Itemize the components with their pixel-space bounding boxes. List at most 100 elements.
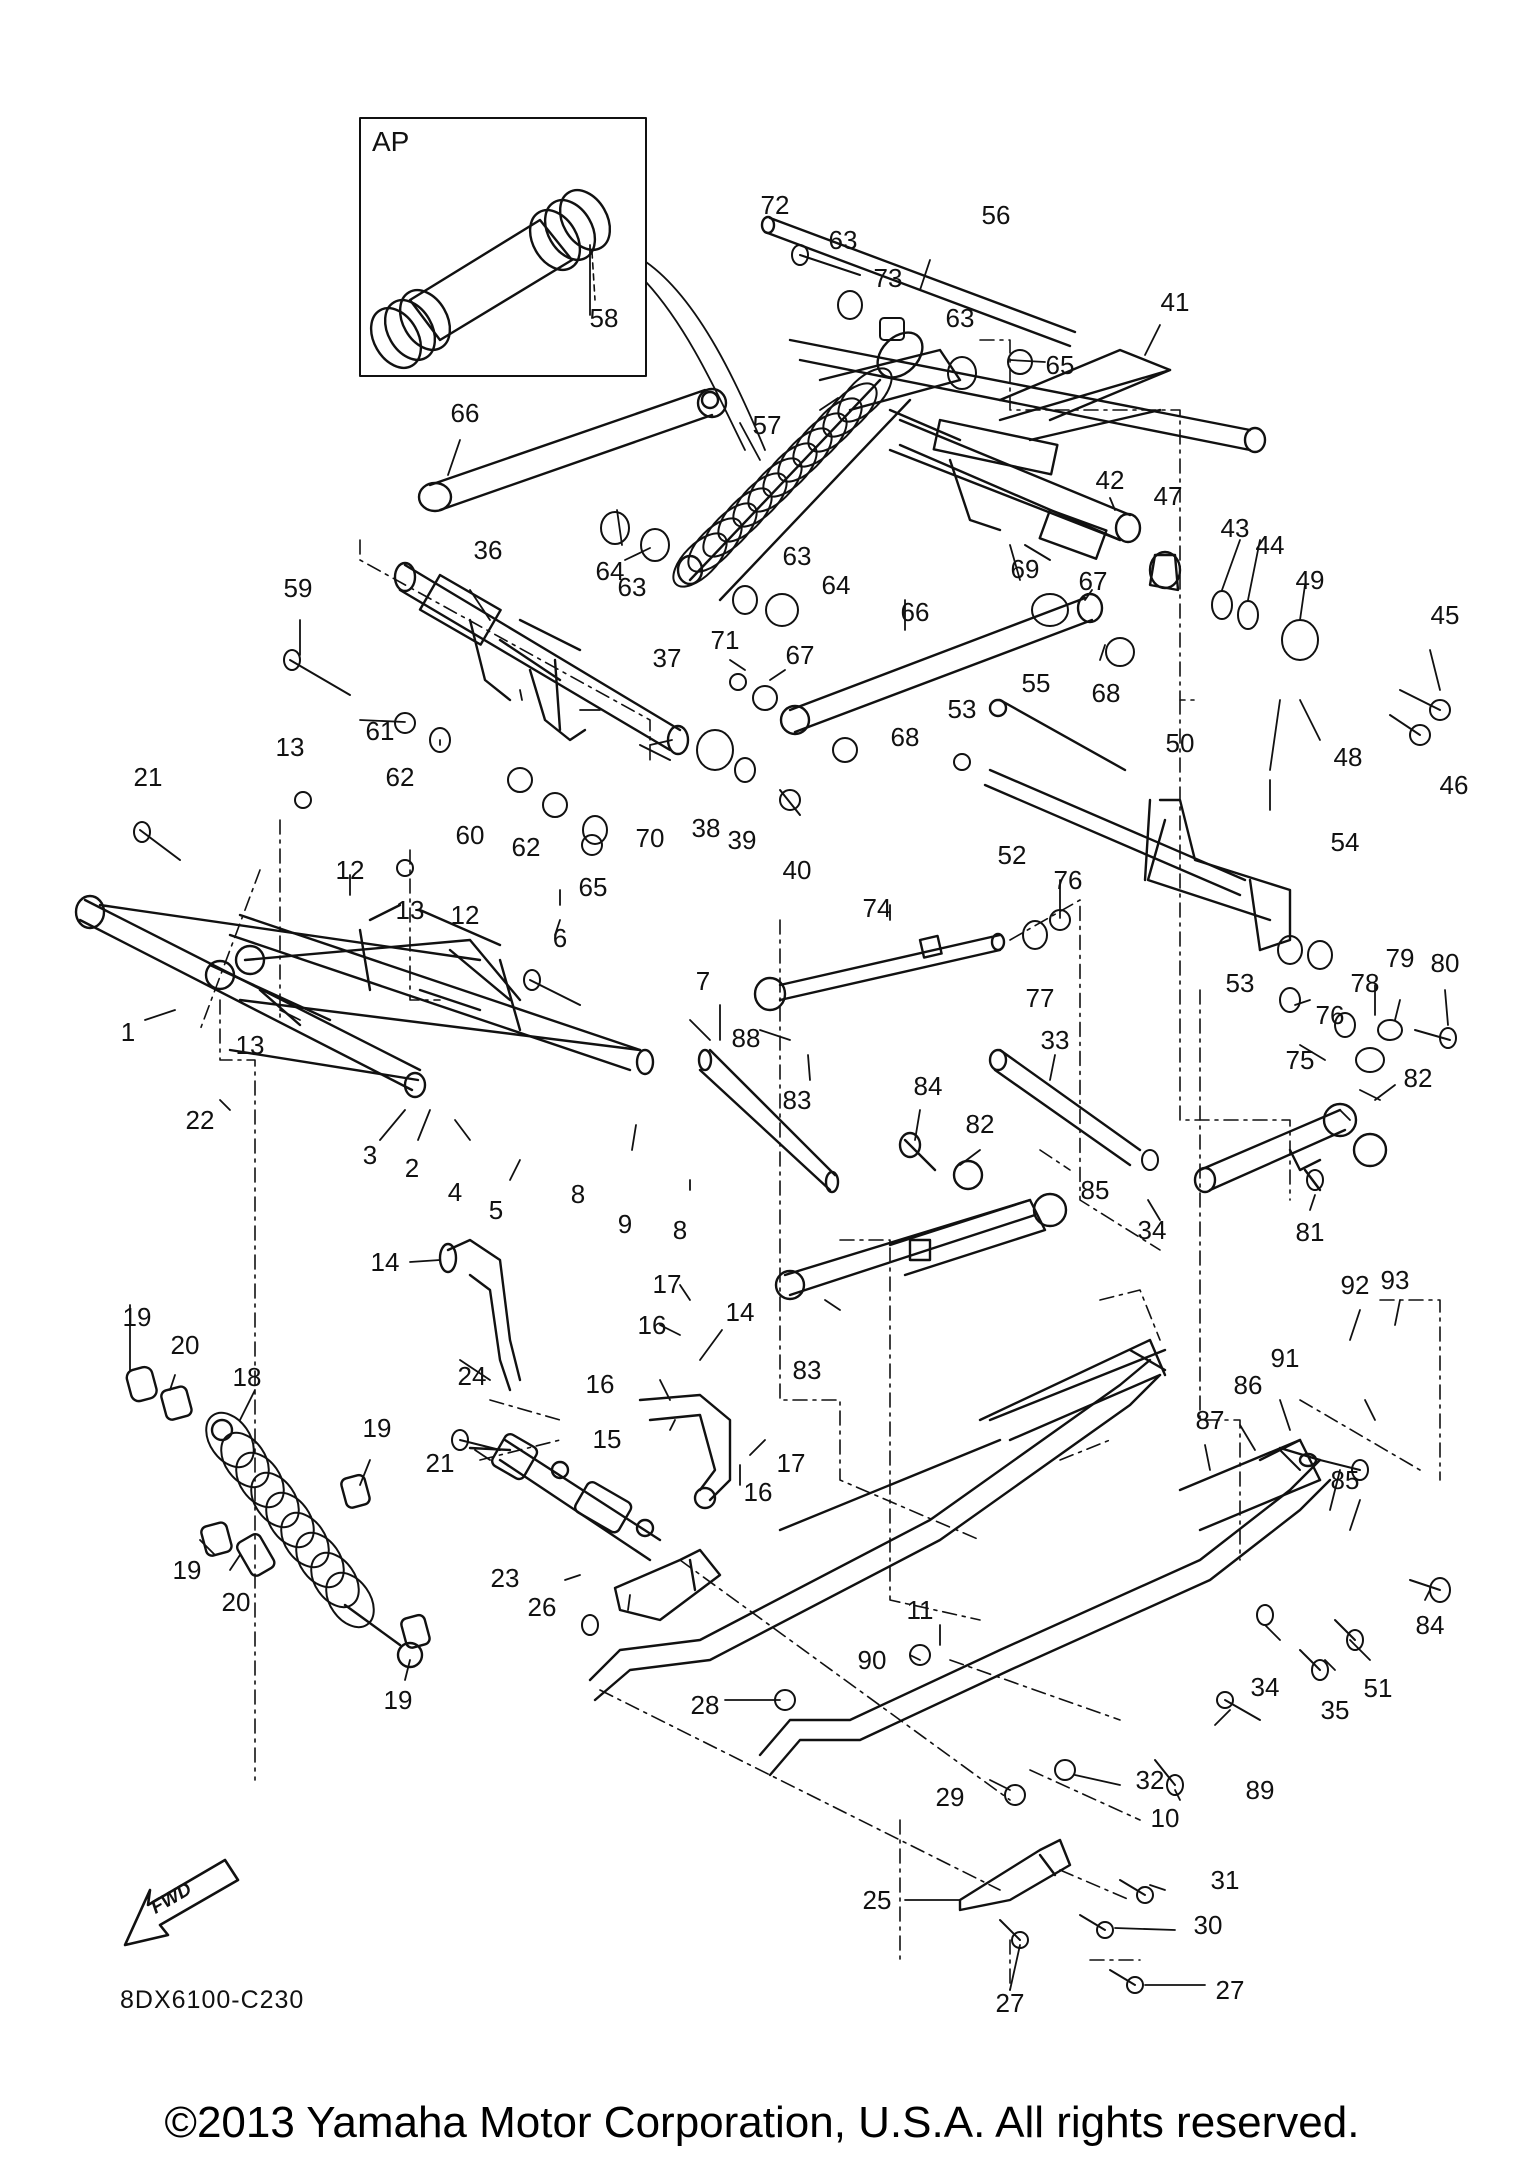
part-number-callout: 8 <box>570 1179 586 1209</box>
part-number-callout: 30 <box>1193 1910 1223 1940</box>
part-number-callout: 2 <box>404 1153 420 1183</box>
part-number-callout: 21 <box>425 1448 455 1478</box>
part-number-callout: 19 <box>122 1302 152 1332</box>
part-50-bracket <box>1143 798 1292 952</box>
part-number-callout: 27 <box>1215 1975 1245 2005</box>
part-number-callout: 54 <box>1330 827 1360 857</box>
part-number-callout: 20 <box>170 1330 200 1360</box>
part-number-callout: 20 <box>221 1587 251 1617</box>
part-number-callout: 49 <box>1295 565 1325 595</box>
part-number-callout: 12 <box>335 855 365 885</box>
part-74-rod <box>753 932 1006 1012</box>
part-number-callout: 74 <box>862 893 892 923</box>
part-number-callout: 14 <box>725 1297 755 1327</box>
part-number-callout: 71 <box>710 625 740 655</box>
part-number-callout: 27 <box>995 1988 1025 2018</box>
fwd-arrow-icon <box>123 1858 240 1947</box>
part-number-callout: 67 <box>1078 566 1108 596</box>
part-number-callout: 75 <box>1285 1045 1315 1075</box>
part-number-callout: 17 <box>776 1448 806 1478</box>
part-number-callout: 21 <box>133 762 163 792</box>
part-number-callout: 70 <box>635 823 665 853</box>
inset-box <box>359 117 647 377</box>
slide-rail-right <box>588 1338 1167 1702</box>
part-number-callout: 50 <box>1165 728 1195 758</box>
part-number-callout: 79 <box>1385 943 1415 973</box>
part-36-shaft-bracket <box>393 561 690 756</box>
part-number-callout: 72 <box>760 190 790 220</box>
part-18-front-shock <box>205 1411 424 1669</box>
part-number-callout: 88 <box>731 1023 761 1053</box>
part-number-callout: 42 <box>1095 465 1125 495</box>
part-number-callout: 85 <box>1080 1175 1110 1205</box>
assembly-guide-lines <box>199 339 1441 1991</box>
part-number-callout: 44 <box>1255 530 1285 560</box>
part-number-callout: 37 <box>652 643 682 673</box>
part-number-callout: 78 <box>1350 968 1380 998</box>
part-number-callout: 84 <box>913 1071 943 1101</box>
part-number-callout: 62 <box>385 762 415 792</box>
part-number-callout: 26 <box>527 1592 557 1622</box>
part-number-callout: 11 <box>906 1595 934 1625</box>
part-number-callout: 66 <box>450 398 480 428</box>
part-number-callout: 65 <box>578 872 608 902</box>
part-number-callout: 46 <box>1439 770 1469 800</box>
part-84-bolt-upper <box>898 1131 984 1191</box>
part-number-callout: 90 <box>857 1645 887 1675</box>
part-number-callout: 56 <box>981 200 1011 230</box>
part-number-callout: 83 <box>782 1085 812 1115</box>
part-number-callout: 40 <box>782 855 812 885</box>
part-number-callout: 25 <box>862 1885 892 1915</box>
part-number-callout: 17 <box>652 1269 682 1299</box>
part-number-callout: 16 <box>743 1477 773 1507</box>
part-number-callout: 5 <box>488 1195 504 1225</box>
part-number-callout: 16 <box>585 1369 615 1399</box>
part-number-callout: 39 <box>727 825 757 855</box>
part-number-callout: 23 <box>490 1563 520 1593</box>
part-number-callout: 31 <box>1210 1865 1240 1895</box>
part-number-callout: 41 <box>1160 287 1190 317</box>
part-number-callout: 10 <box>1150 1803 1180 1833</box>
part-number-callout: 68 <box>890 722 920 752</box>
part-14-bracket-lower <box>638 1393 732 1510</box>
part-number-callout: 6 <box>552 923 568 953</box>
part-85-shock-mid <box>774 1192 1068 1301</box>
part-number-callout: 7 <box>695 966 711 996</box>
part-number-callout: 3 <box>362 1140 378 1170</box>
part-number-callout: 64 <box>821 570 851 600</box>
part-number-callout: 55 <box>1021 668 1051 698</box>
part-number-callout: 76 <box>1053 865 1083 895</box>
part-number-callout: 76 <box>1315 1000 1345 1030</box>
part-number-callout: 89 <box>1245 1775 1275 1805</box>
part-number-callout: 92 <box>1340 1270 1370 1300</box>
part-number-callout: 15 <box>592 1424 622 1454</box>
part-number-callout: 64 <box>595 556 625 586</box>
inset-label: AP <box>372 126 410 157</box>
part-number-callout: 16 <box>637 1310 667 1340</box>
part-number-callout: 62 <box>511 832 541 862</box>
boot-58-drawing <box>369 188 612 370</box>
part-number-callout: 13 <box>235 1030 265 1060</box>
part-number-callout: 38 <box>691 813 721 843</box>
part-66-link-upper <box>417 387 728 513</box>
part-number-callout: 12 <box>450 900 480 930</box>
part-26-bracket <box>613 1548 722 1622</box>
part-number-callout: 19 <box>362 1413 392 1443</box>
part-number-callout: 83 <box>792 1355 822 1385</box>
leader-lines <box>129 244 1449 1991</box>
part-number-callout: 19 <box>383 1685 413 1715</box>
part-number-callout: 29 <box>935 1782 965 1812</box>
part-number-callout: 60 <box>455 820 485 850</box>
part-75-damper <box>1193 1102 1388 1194</box>
part-number-callout: 13 <box>275 732 305 762</box>
part-14-bracket-upper <box>438 1238 522 1392</box>
small-bushings <box>294 290 1403 1073</box>
parts-19-20 <box>125 1365 431 1649</box>
part-33-88-shafts <box>697 1048 1142 1194</box>
part-number-callout: 63 <box>945 303 975 333</box>
diagram-code: 8DX6100-C230 <box>120 1986 305 2014</box>
part-41-arm <box>788 338 1267 544</box>
part-number-callout: 81 <box>1295 1217 1325 1247</box>
part-number-callout: 63 <box>617 572 647 602</box>
